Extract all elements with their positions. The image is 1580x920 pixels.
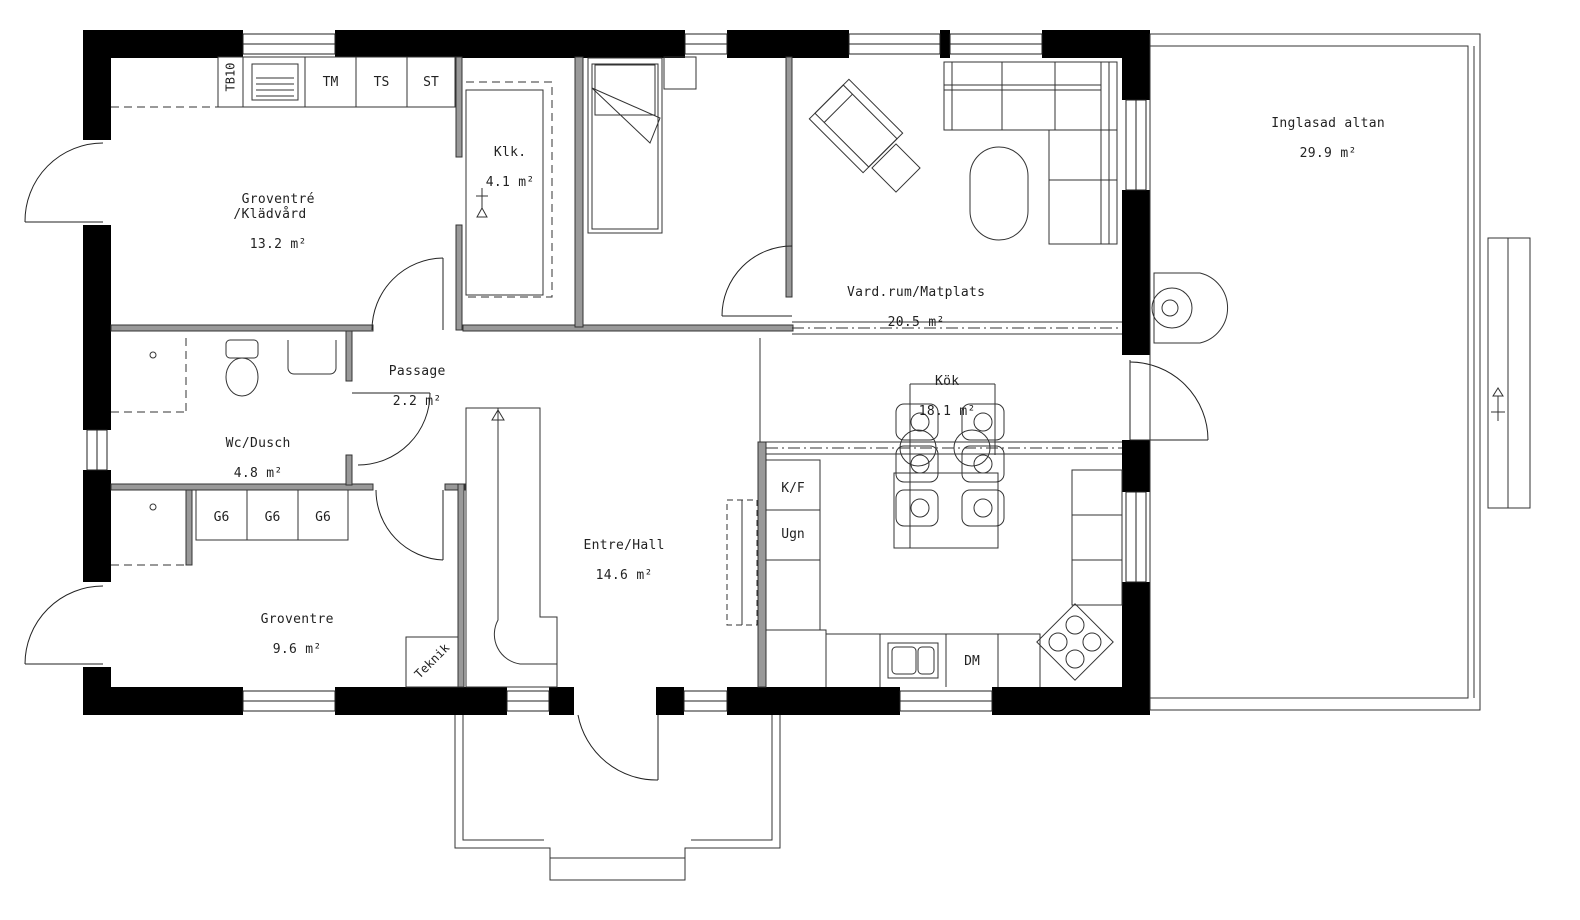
label-dishwasher: DM bbox=[964, 654, 980, 669]
label-tm: TM bbox=[322, 75, 339, 90]
bathroom-fixtures bbox=[111, 338, 459, 688]
label-ts: TS bbox=[373, 75, 390, 90]
label-tb10: TB10 bbox=[223, 62, 238, 92]
doors bbox=[24, 142, 1209, 781]
room-area: 2.2 m² bbox=[392, 394, 442, 409]
label-st: ST bbox=[423, 75, 439, 90]
laundry-fixtures bbox=[111, 56, 553, 298]
room-kok: Kök 18.1 m² bbox=[902, 359, 976, 419]
bed bbox=[587, 56, 697, 234]
label-oven: Ugn bbox=[781, 527, 805, 542]
hall-furniture bbox=[465, 407, 758, 688]
room-area: 18.1 m² bbox=[918, 404, 976, 419]
room-area: 4.8 m² bbox=[233, 466, 283, 481]
interior-walls bbox=[110, 56, 794, 688]
glassed-terrace bbox=[1149, 33, 1531, 711]
room-name: Vard.rum/Matplats bbox=[847, 285, 986, 300]
beam-lines bbox=[759, 321, 1122, 455]
room-passage: Passage 2.2 m² bbox=[372, 349, 446, 409]
room-inglasad-altan: Inglasad altan 29.9 m² bbox=[1255, 101, 1385, 161]
room-name: Kök bbox=[934, 374, 960, 389]
label-closet-3: G6 bbox=[315, 510, 331, 525]
room-entre-hall: Entre/Hall 14.6 m² bbox=[567, 523, 665, 583]
room-name: Klk. bbox=[493, 145, 527, 160]
room-groventre-kladvard: Groventré /Klädvård 13.2 m² bbox=[225, 177, 314, 252]
room-klk: Klk. 4.1 m² bbox=[469, 130, 534, 190]
kitchen-fixtures bbox=[765, 383, 1123, 687]
room-name: Entre/Hall bbox=[583, 538, 665, 553]
room-name: Inglasad altan bbox=[1271, 116, 1386, 131]
room-name: Groventre bbox=[260, 612, 334, 627]
dining-chairs bbox=[895, 403, 1005, 527]
room-name: Passage bbox=[388, 364, 446, 379]
room-area: 14.6 m² bbox=[595, 568, 653, 583]
room-area: 9.6 m² bbox=[272, 642, 322, 657]
exterior-walls bbox=[83, 30, 1150, 715]
room-name: Wc/Dusch bbox=[225, 436, 291, 451]
room-wc-dusch: Wc/Dusch 4.8 m² bbox=[209, 421, 291, 481]
room-area: 29.9 m² bbox=[1299, 146, 1357, 161]
room-name: Groventré /Klädvård bbox=[233, 192, 315, 222]
living-room-furniture bbox=[808, 61, 1118, 245]
room-vardrum-matplats: Vard.rum/Matplats 20.5 m² bbox=[831, 270, 985, 330]
room-area: 20.5 m² bbox=[887, 315, 945, 330]
windows bbox=[86, 33, 1147, 712]
front-porch bbox=[454, 715, 781, 881]
room-area: 13.2 m² bbox=[249, 237, 307, 252]
room-groventre: Groventre 9.6 m² bbox=[244, 597, 334, 657]
label-fridge-freezer: K/F bbox=[781, 481, 805, 496]
room-area: 4.1 m² bbox=[485, 175, 535, 190]
label-closet-1: G6 bbox=[213, 510, 230, 525]
label-closet-2: G6 bbox=[264, 510, 281, 525]
